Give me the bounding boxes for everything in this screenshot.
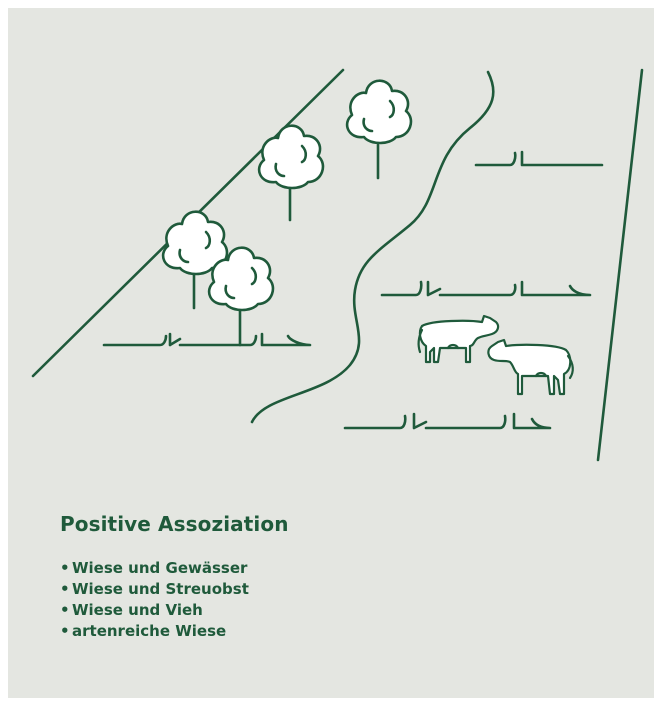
bullet: •	[60, 579, 72, 600]
list-item-text: Wiese und Gewässer	[72, 559, 247, 577]
bullet: •	[60, 600, 72, 621]
list-item: •Wiese und Streuobst	[60, 579, 289, 600]
tree-icon	[259, 126, 323, 220]
list-item: •Wiese und Gewässer	[60, 558, 289, 579]
bullet: •	[60, 621, 72, 642]
tree-icon	[209, 248, 273, 345]
grass-line	[104, 334, 310, 345]
tree-icon	[347, 81, 411, 178]
grass-line	[476, 152, 602, 165]
grass-line	[345, 414, 550, 428]
cow-icon	[488, 340, 572, 394]
caption: Positive Assoziation •Wiese und Gewässer…	[60, 512, 289, 642]
list-item-text: artenreiche Wiese	[72, 622, 226, 640]
list-item: •artenreiche Wiese	[60, 621, 289, 642]
cow-icon	[419, 316, 498, 362]
list-item: •Wiese und Vieh	[60, 600, 289, 621]
grass-line	[382, 282, 590, 295]
field-edge-line	[598, 70, 642, 460]
list-item-text: Wiese und Vieh	[72, 601, 203, 619]
caption-title: Positive Assoziation	[60, 512, 289, 536]
bullet: •	[60, 558, 72, 579]
association-list: •Wiese und Gewässer •Wiese und Streuobst…	[60, 558, 289, 642]
list-item-text: Wiese und Streuobst	[72, 580, 249, 598]
